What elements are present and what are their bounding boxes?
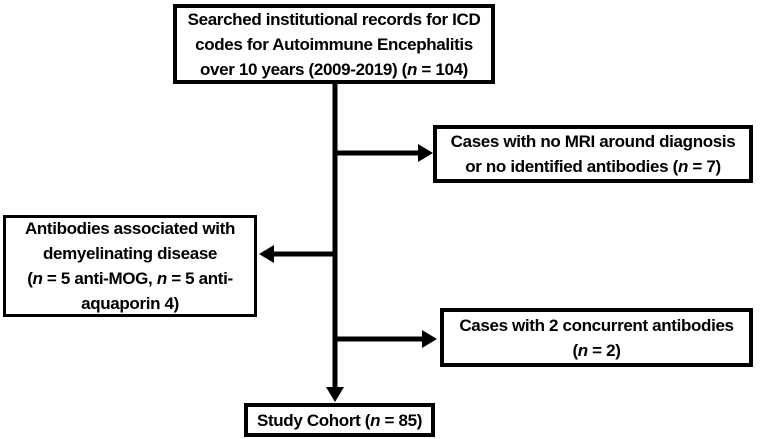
arrow-down-icon bbox=[326, 387, 344, 402]
box-excluded-no-mri-or-antibodies: Cases with no MRI around diagnosis or no … bbox=[433, 125, 753, 183]
arrow-right-2-icon bbox=[422, 330, 437, 348]
box-excluded-demyelinating-antibodies: Antibodies associated with demyelinating … bbox=[3, 215, 257, 317]
text-line: Antibodies associated with bbox=[24, 219, 236, 238]
box-study-cohort: Study Cohort (n = 85) bbox=[244, 403, 435, 437]
text-line: Cases with 2 concurrent antibodies bbox=[459, 315, 734, 335]
text-line: over 10 years (2009-2019) (n = 104) bbox=[200, 59, 468, 79]
text-line: (n = 5 anti-MOG, n = 5 anti- bbox=[27, 269, 233, 288]
box-excluded-concurrent-antibodies: Cases with 2 concurrent antibodies (n = 2… bbox=[440, 308, 753, 367]
text-line: Study Cohort (n = 85) bbox=[256, 410, 423, 430]
text-line: (n = 2) bbox=[572, 340, 621, 360]
text-line: aquaporin 4) bbox=[81, 294, 179, 313]
text-line: Searched institutional records for ICD bbox=[187, 9, 481, 29]
arrow-left-icon bbox=[259, 245, 274, 263]
text-line: or no identified antibodies (n = 7) bbox=[465, 157, 721, 176]
box-searched-records: Searched institutional records for ICD co… bbox=[173, 4, 495, 84]
text-line: demyelinating disease bbox=[42, 244, 218, 263]
text-line: Cases with no MRI around diagnosis bbox=[450, 132, 736, 151]
arrow-right-1-icon bbox=[418, 144, 433, 162]
text-line: codes for Autoimmune Encephalitis bbox=[195, 34, 473, 54]
